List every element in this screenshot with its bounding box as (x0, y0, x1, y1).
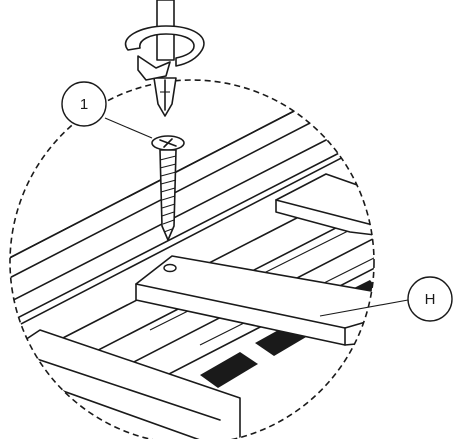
detail-circle (9, 79, 375, 439)
detail-view (10, 107, 374, 439)
screw-icon (151, 135, 185, 241)
rotation-arrow-icon (124, 25, 205, 81)
pilot-hole-icon (163, 263, 177, 273)
callout-1-label: 1 (80, 96, 88, 113)
callout-h-label: H (425, 291, 436, 308)
screwdriver-icon (153, 0, 177, 117)
callout-1: 1 (61, 81, 153, 139)
callout-h: H (319, 276, 453, 322)
side-rail (10, 107, 374, 341)
lower-plank (10, 329, 241, 439)
board-h (135, 255, 374, 346)
upper-board (275, 173, 374, 239)
